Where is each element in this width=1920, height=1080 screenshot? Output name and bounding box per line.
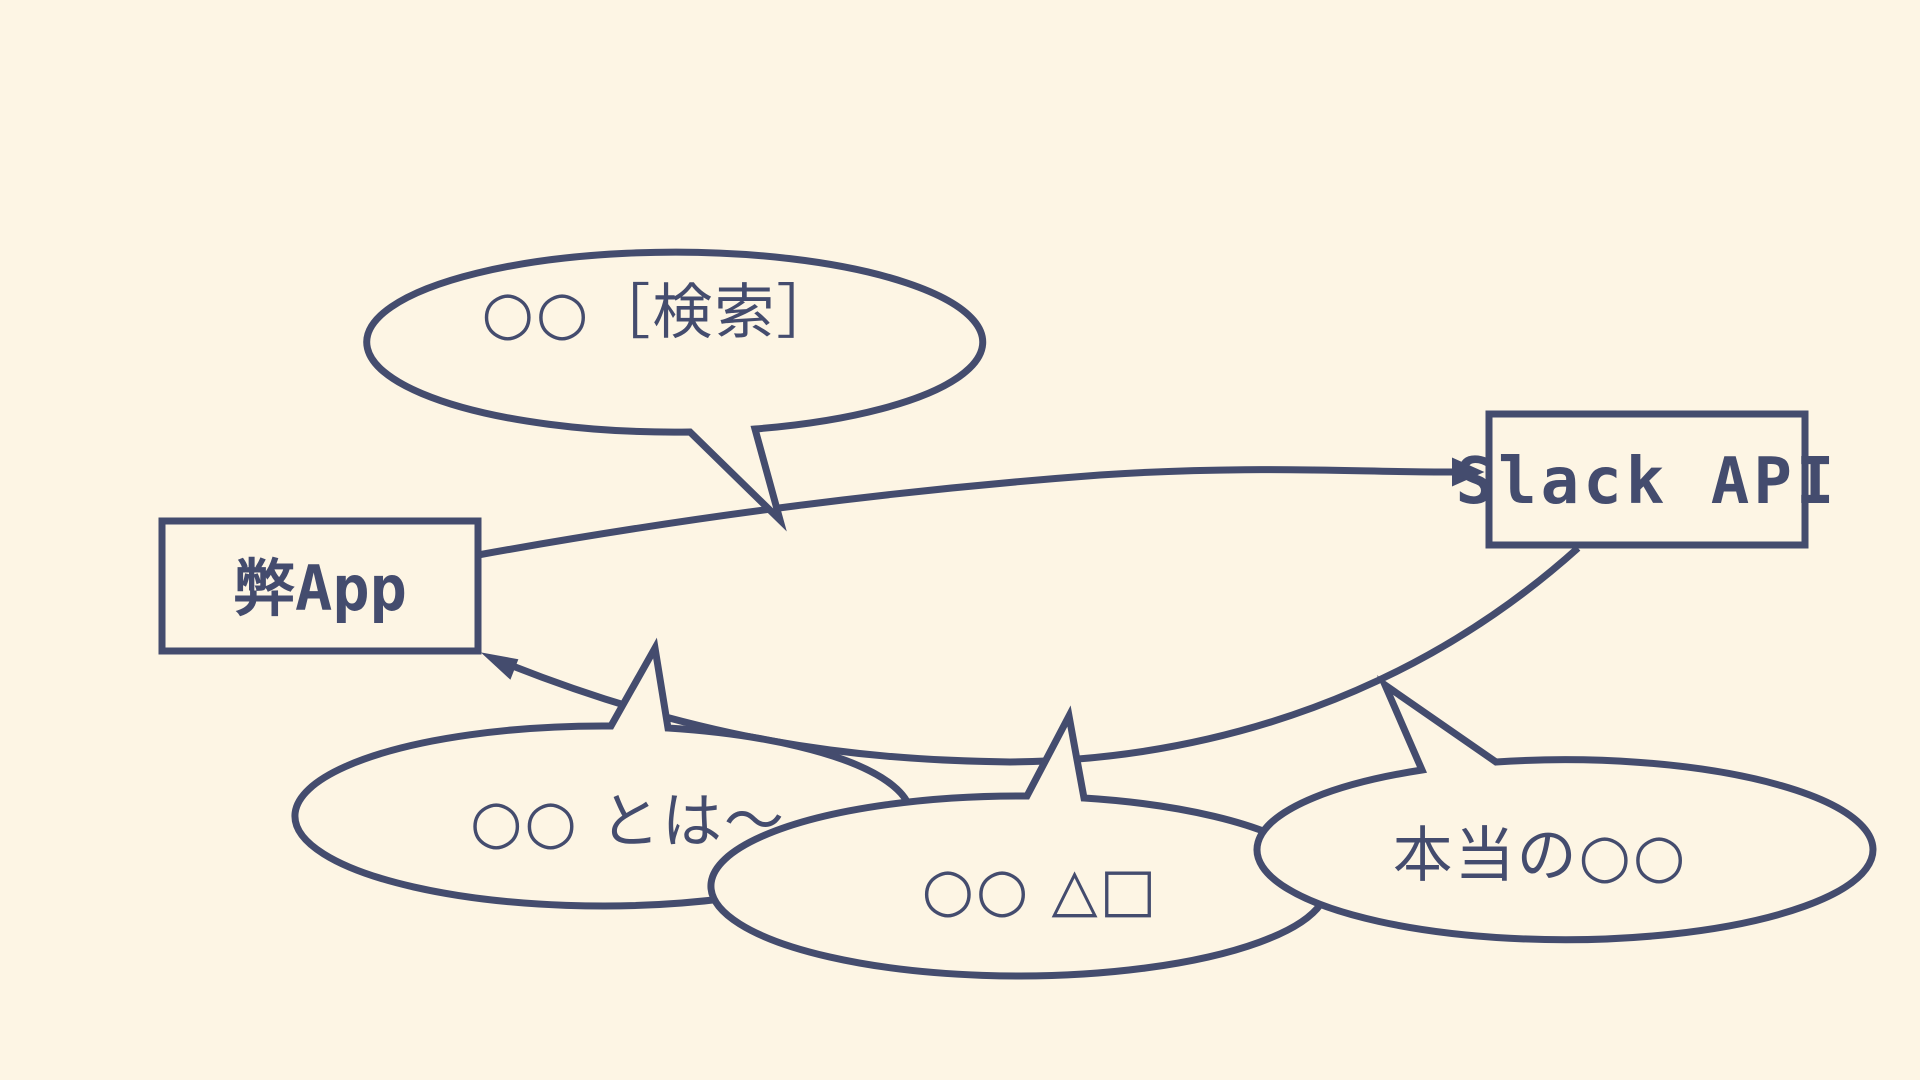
slack-api-node-label: Slack API <box>1456 445 1839 519</box>
app-node-label: 弊App <box>233 552 407 625</box>
honto-speech-bubble <box>1253 675 1877 944</box>
response-arrowhead <box>480 652 519 680</box>
triangle-square-bubble-text: ○○ △□ <box>922 855 1159 925</box>
request-arrow <box>477 466 1453 559</box>
response-arrow <box>508 545 1581 766</box>
app-node <box>158 517 482 655</box>
whatis-bubble-text: ○○ とは〜 <box>470 787 786 857</box>
slack-api-node <box>1485 410 1809 549</box>
search-speech-bubble <box>363 248 987 532</box>
request-arrowhead <box>1452 457 1485 487</box>
honto-bubble-text: 本当の○○ <box>1393 821 1688 891</box>
search-bubble-text: ○○［検索］ <box>482 278 839 348</box>
